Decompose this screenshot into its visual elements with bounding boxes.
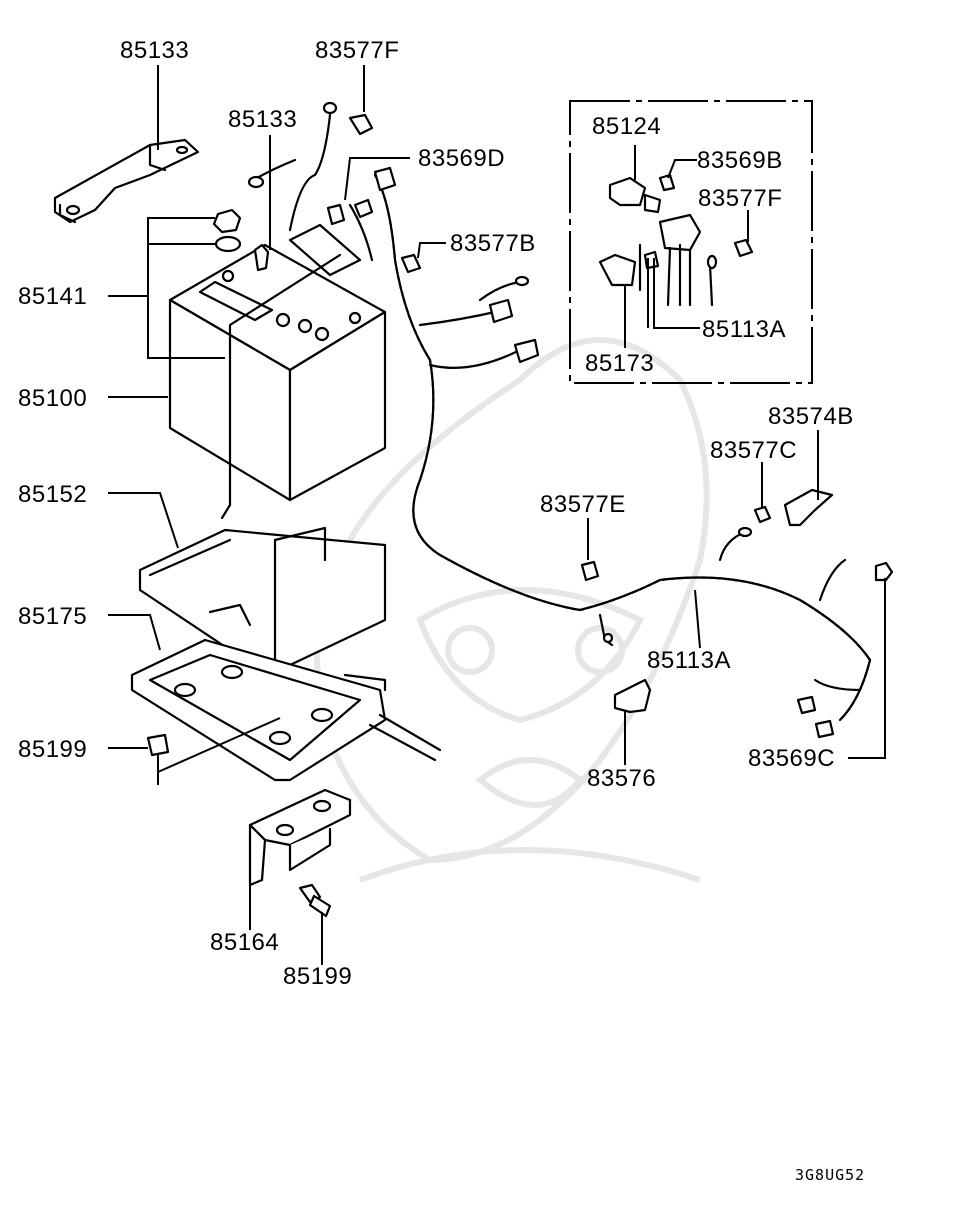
label-85199-b: 85199	[283, 963, 352, 990]
part-85133-hold-down-rod	[220, 223, 362, 520]
part-83577E-bolt	[580, 560, 600, 582]
label-83574B: 83574B	[768, 403, 854, 430]
part-83577F-bolt	[348, 113, 374, 136]
label-85113A-main: 85113A	[647, 647, 731, 674]
part-85175-battery-base	[130, 638, 442, 782]
part-85100-battery	[168, 243, 387, 502]
part-battery-cables	[247, 101, 397, 262]
label-83569C: 83569C	[748, 745, 835, 772]
part-85113A-wiring-harness	[373, 173, 872, 739]
label-85175: 85175	[18, 603, 87, 630]
label-83576: 83576	[587, 765, 656, 792]
part-85199-bolt-a	[146, 733, 170, 772]
label-85124: 85124	[592, 113, 661, 140]
label-83577F-a: 83577F	[315, 37, 399, 64]
leader-lines	[108, 65, 886, 965]
part-85199-bolt-b	[298, 883, 332, 918]
label-85133-a: 85133	[120, 37, 189, 64]
label-85173: 85173	[585, 350, 654, 377]
part-83577B-bolt	[400, 253, 422, 274]
label-85113A-inset: 85113A	[702, 316, 786, 343]
label-83577B: 83577B	[450, 230, 536, 257]
part-85152-battery-tray	[138, 526, 387, 692]
label-85199-a: 85199	[18, 736, 87, 763]
label-85164: 85164	[210, 929, 279, 956]
label-83569D: 83569D	[418, 145, 505, 172]
part-83569C-nut	[874, 561, 894, 582]
part-85133-clamp	[53, 138, 200, 224]
label-85100: 85100	[18, 385, 87, 412]
label-85133-b: 85133	[228, 106, 297, 133]
part-83576-clip	[613, 678, 652, 714]
part-83577C-bolt	[753, 505, 772, 524]
part-83574B-bracket	[783, 488, 834, 527]
label-83569B: 83569B	[697, 147, 783, 174]
label-83577F-b: 83577F	[698, 185, 782, 212]
label-83577C: 83577C	[710, 437, 797, 464]
diagram-code: 3G8UG52	[795, 1166, 865, 1184]
label-85152: 85152	[18, 481, 87, 508]
inset-detail	[569, 100, 813, 384]
label-85141: 85141	[18, 283, 87, 310]
part-85164-bracket	[248, 788, 352, 887]
part-85141-nut-washer	[212, 208, 270, 272]
label-83577E: 83577E	[540, 491, 626, 518]
